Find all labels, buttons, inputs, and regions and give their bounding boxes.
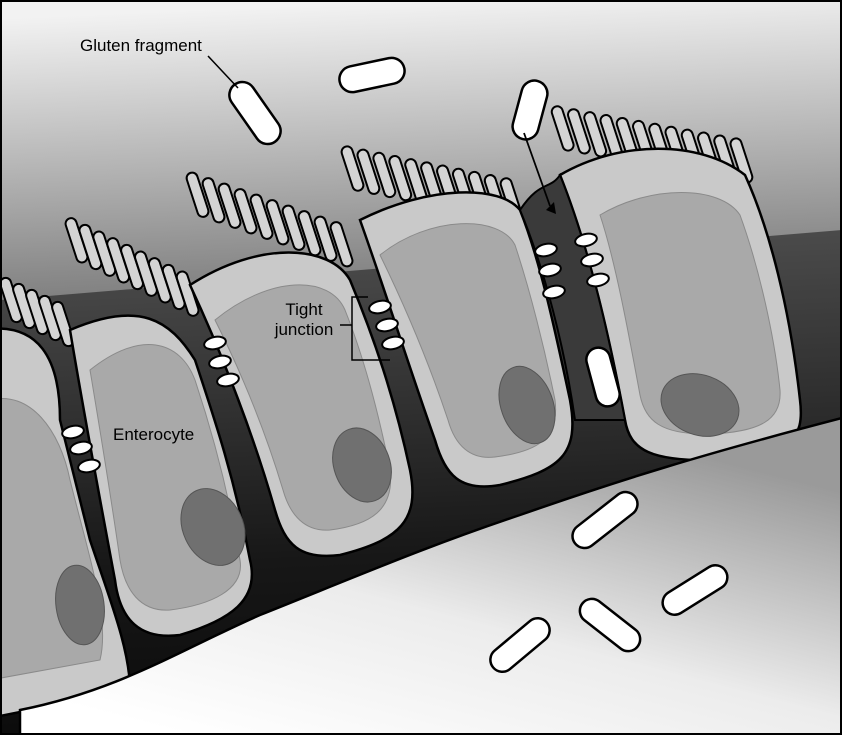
enterocyte-label: Enterocyte: [113, 425, 194, 445]
tight-junction-label-line2: junction: [268, 320, 340, 340]
tight-junction-label-line1: Tight: [268, 300, 340, 320]
gluten-fragment-label: Gluten fragment: [80, 36, 202, 56]
